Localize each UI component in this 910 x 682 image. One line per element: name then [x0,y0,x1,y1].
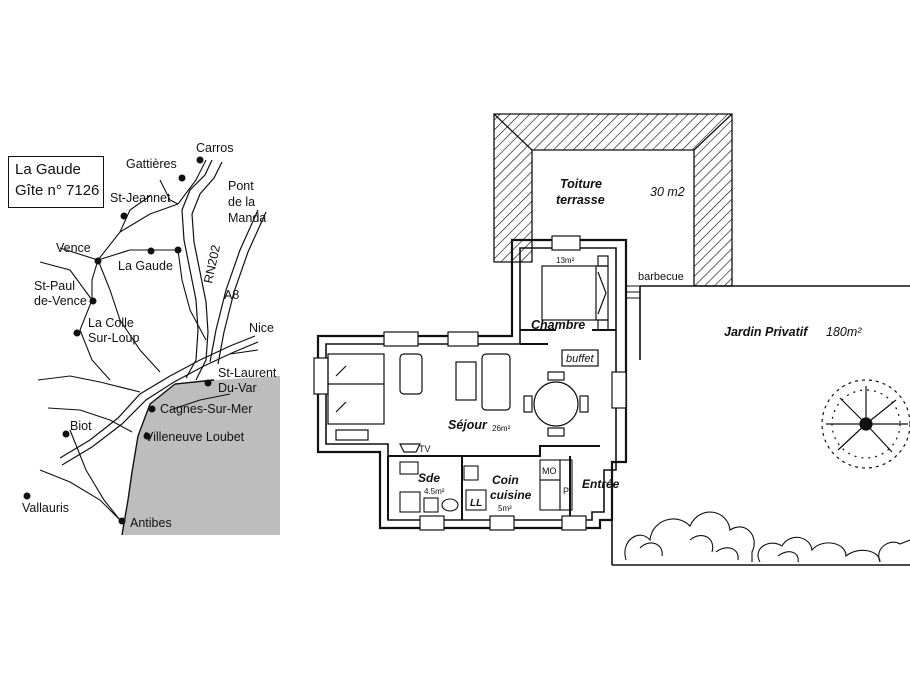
label-de-vence: de-Vence [34,294,87,308]
road-rn202 [209,209,267,365]
label-villeneuve: Villeneuve Loubet [145,430,245,444]
var-river [181,159,223,381]
label-st-jeannet: St-Jeannet [110,191,171,205]
label-tv: TV [419,444,431,454]
label-toiture: Toiture [560,177,602,191]
dot-gattieres [178,174,186,182]
label-de-la: de la [228,195,255,209]
sofa-bed [327,353,385,441]
map-labels: Carros Gattières St-Jeannet Pont de la M… [22,141,277,530]
road-a8 [59,335,259,466]
label-antibes: Antibes [130,516,172,530]
label-barbecue: barbecue [638,271,684,283]
dot-la-gaude [147,247,155,255]
label-toiture-area: 30 m2 [650,185,685,199]
dot-vallauris [23,492,31,500]
dot-biot [62,430,70,438]
label-sejour: Séjour [448,418,488,432]
dot-villeneuve [143,432,151,440]
label-biot: Biot [70,419,92,433]
label-entree: Entrée [582,477,620,491]
map-title-line2: Gîte n° 7126 [15,182,100,199]
label-cagnes: Cagnes-Sur-Mer [160,402,252,416]
terrace-steps [626,285,640,299]
label-coin-area: 5m² [498,504,512,513]
label-cuisine: cuisine [490,488,532,502]
label-jardin-area: 180m² [826,325,862,339]
fixtures [399,459,573,513]
dot-la-gaude-2 [174,246,182,254]
label-mo: MO [542,466,557,476]
sea-area [122,376,280,535]
house-walls [316,238,628,530]
shrubs [624,511,910,563]
map-title-line1: La Gaude [15,161,81,178]
living-furniture [399,349,599,453]
map-title-box: La Gaude Gîte n° 7126 [8,156,104,208]
local-roads [37,159,259,523]
label-sur-loup: Sur-Loup [88,331,139,345]
plan-labels: Toiture terrasse 30 m2 barbecue 13m² Cha… [418,177,862,513]
label-vence: Vence [56,241,91,255]
label-la-gaude: La Gaude [118,259,173,273]
label-st-paul: St-Paul [34,279,75,293]
label-du-var: Du-Var [218,381,257,395]
label-sde: Sde [418,471,440,485]
dot-la-colle [73,329,81,337]
location-map: Carros Gattières St-Jeannet Pont de la M… [22,141,280,536]
label-chambre-area: 13m² [556,256,575,265]
roof-terrace [493,113,733,287]
label-coin: Coin [492,473,519,487]
label-la-colle: La Colle [88,316,134,330]
label-sejour-area: 26m² [492,424,511,433]
dot-cagnes [148,405,156,413]
label-chambre: Chambre [531,318,585,332]
label-jardin: Jardin Privatif [724,325,809,339]
label-sde-area: 4.5m² [424,487,445,496]
garden-outline [611,285,910,566]
label-nice: Nice [249,321,274,335]
label-ll: LL [470,498,482,509]
dot-carros [196,156,204,164]
label-pont: Pont [228,179,254,193]
dot-vence [94,257,102,265]
label-manda: Manda [228,211,266,225]
label-pl: Pl [563,486,571,496]
windows [313,235,627,531]
label-buffet: buffet [566,353,594,365]
label-vallauris: Vallauris [22,501,69,515]
dot-st-paul [89,297,97,305]
dot-antibes [118,517,126,525]
dot-st-laurent [204,379,212,387]
town-dots [23,156,212,525]
label-terrasse: terrasse [556,193,605,207]
dot-st-jeannet [120,212,128,220]
bed [541,255,609,331]
coastline [121,379,215,536]
label-st-laurent: St-Laurent [218,366,277,380]
label-gattieres: Gattières [126,157,177,171]
label-a8: A8 [224,288,239,302]
tree [821,379,910,469]
label-carros: Carros [196,141,234,155]
interior-walls [387,329,616,520]
